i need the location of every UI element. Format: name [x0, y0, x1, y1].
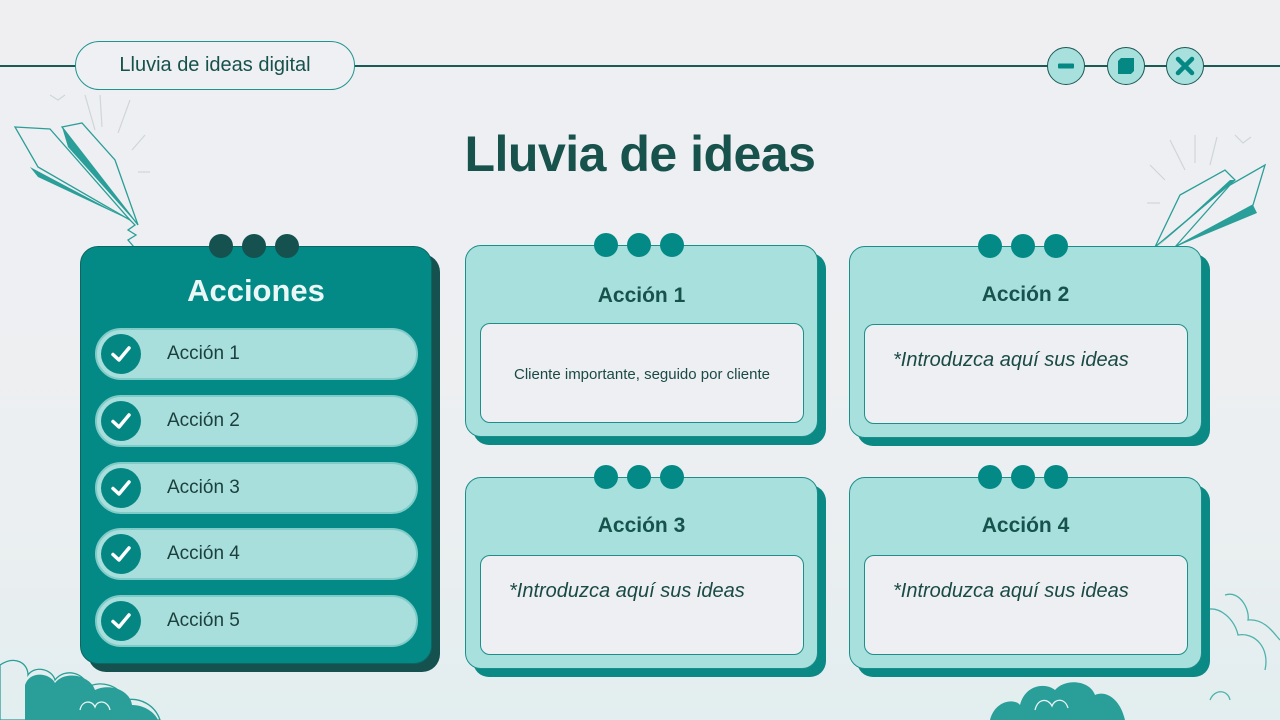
card-dots — [594, 233, 684, 257]
action-item-4[interactable]: Acción 4 — [95, 528, 418, 580]
dot-icon — [1044, 234, 1068, 258]
dot-icon — [627, 465, 651, 489]
dot-icon — [1044, 465, 1068, 489]
idea-card-3: Acción 3 *Introduzca aquí sus ideas — [465, 465, 818, 669]
dot-icon — [594, 465, 618, 489]
idea-input-box[interactable]: *Introduzca aquí sus ideas — [864, 555, 1188, 655]
action-item-3[interactable]: Acción 3 — [95, 462, 418, 514]
actions-title: Acciones — [187, 273, 325, 308]
card-dots — [978, 234, 1068, 258]
dot-icon — [209, 234, 233, 258]
paper-plane-left-icon — [13, 94, 150, 248]
action-item-label: Acción 2 — [167, 410, 240, 431]
dot-icon — [660, 233, 684, 257]
dot-icon — [978, 234, 1002, 258]
header-divider-line — [0, 65, 1280, 67]
cloud-left-icon — [0, 659, 161, 720]
paper-plane-right-icon — [1147, 134, 1267, 248]
action-item-label: Acción 4 — [167, 543, 240, 564]
idea-input-box[interactable]: *Introduzca aquí sus ideas — [864, 324, 1188, 424]
action-item-label: Acción 3 — [167, 477, 240, 498]
action-item-5[interactable]: Acción 5 — [95, 595, 418, 647]
dot-icon — [1011, 465, 1035, 489]
idea-placeholder: *Introduzca aquí sus ideas — [893, 580, 1129, 602]
app-title-pill: Lluvia de ideas digital — [75, 41, 355, 90]
dot-icon — [627, 233, 651, 257]
dot-icon — [978, 465, 1002, 489]
action-item-label: Acción 1 — [167, 343, 240, 364]
card-dots — [978, 465, 1068, 489]
maximize-button[interactable] — [1107, 47, 1145, 85]
card-title: Acción 3 — [597, 514, 686, 537]
action-item-1[interactable]: Acción 1 — [95, 328, 418, 380]
action-item-2[interactable]: Acción 2 — [95, 395, 418, 447]
checkmark-icon[interactable] — [101, 401, 141, 441]
checkmark-icon[interactable] — [101, 601, 141, 641]
idea-text: Cliente importante, seguido por cliente — [514, 366, 770, 383]
idea-input-box[interactable]: *Introduzca aquí sus ideas — [480, 555, 804, 655]
dot-icon — [242, 234, 266, 258]
square-icon — [1118, 58, 1134, 74]
checkmark-icon[interactable] — [101, 468, 141, 508]
idea-card-4: Acción 4 *Introduzca aquí sus ideas — [849, 465, 1202, 669]
minimize-button[interactable] — [1047, 47, 1085, 85]
page-title: Lluvia de ideas — [464, 126, 816, 182]
idea-placeholder: *Introduzca aquí sus ideas — [893, 349, 1129, 371]
dot-icon — [1011, 234, 1035, 258]
close-button[interactable] — [1166, 47, 1204, 85]
app-title: Lluvia de ideas digital — [119, 54, 311, 76]
panel-dots — [209, 234, 299, 258]
dot-icon — [275, 234, 299, 258]
dot-icon — [660, 465, 684, 489]
idea-card-2: Acción 2 *Introduzca aquí sus ideas — [849, 234, 1202, 438]
dot-icon — [594, 233, 618, 257]
cloud-right-icon — [990, 593, 1280, 720]
actions-panel: Acciones Acción 1 Acción 2 Acción 3 Acci… — [80, 234, 432, 664]
close-icon — [1175, 56, 1195, 76]
card-title: Acción 2 — [981, 283, 1070, 306]
checkmark-icon[interactable] — [101, 534, 141, 574]
idea-card-1: Acción 1 Cliente importante, seguido por… — [465, 233, 818, 437]
action-item-label: Acción 5 — [167, 610, 240, 631]
card-title: Acción 1 — [597, 284, 686, 307]
card-title: Acción 4 — [981, 514, 1070, 537]
idea-placeholder: *Introduzca aquí sus ideas — [509, 580, 745, 602]
minus-icon — [1058, 63, 1074, 69]
card-dots — [594, 465, 684, 489]
idea-input-box[interactable]: Cliente importante, seguido por cliente — [480, 323, 804, 423]
checkmark-icon[interactable] — [101, 334, 141, 374]
